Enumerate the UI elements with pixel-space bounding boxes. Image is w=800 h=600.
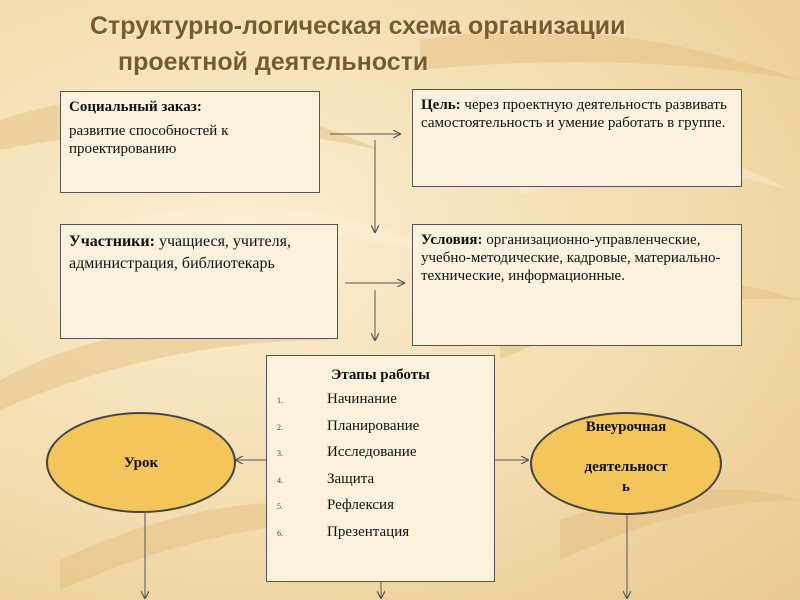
extracurricular-line3: ь — [622, 479, 630, 495]
participants-box: Участники: учащиеся, учителя, администра… — [60, 224, 338, 339]
stage-item: 5. Рефлексия — [273, 496, 488, 523]
page-title-line2: проектной деятельности — [118, 48, 429, 76]
participants-text: учащиеся, учителя, администрация, библио… — [69, 233, 291, 272]
stages-box: Этапы работы 1. Начинание 2. Планирование … — [266, 355, 495, 582]
social-order-box: Социальный заказ: развитие способностей … — [60, 91, 320, 193]
stage-number: 3. — [277, 449, 283, 458]
conditions-label: Условия: — [421, 232, 483, 248]
stage-item: 1. Начинание — [273, 390, 488, 417]
stage-number: 6. — [277, 528, 283, 538]
participants-label: Участники: — [69, 233, 155, 250]
goal-label: Цель: — [421, 97, 461, 113]
stage-item: 4. Защита — [273, 470, 488, 497]
goal-text: через проектную деятельность развивать с… — [421, 97, 727, 131]
stage-label: Защита — [327, 470, 375, 487]
page-title: Структурно-логическая схема организации … — [90, 8, 626, 80]
stages-heading: Этапы работы — [331, 367, 430, 383]
stages-list: 1. Начинание 2. Планирование 3. Исследовани… — [273, 390, 488, 549]
stage-label: Рефлексия — [327, 497, 394, 513]
lesson-label: Урок — [123, 454, 159, 471]
stage-number: 1. — [277, 396, 283, 405]
extracurricular-line1: Внеурочная — [585, 419, 667, 435]
page-title-line1: Структурно-логическая схема организации — [90, 12, 626, 40]
social-order-label: Социальный заказ: — [69, 99, 202, 115]
conditions-box: Условия: организационно-управленческие, … — [412, 224, 742, 346]
social-order-text: развитие способностей к проектированию — [69, 123, 229, 157]
stage-label: Начинание — [327, 391, 397, 407]
stage-label: Планирование — [327, 417, 420, 434]
stage-label: Исследование — [327, 444, 417, 460]
stage-label: Презентация — [327, 523, 410, 540]
extracurricular-ellipse: Внеурочная деятельност ь — [530, 412, 722, 515]
conditions-text: организационно-управленческие, учебно-ме… — [421, 232, 721, 284]
stage-number: 5. — [277, 502, 283, 511]
lesson-ellipse: Урок — [46, 412, 236, 513]
stage-item: 6. Презентация — [273, 523, 488, 550]
stage-number: 2. — [277, 422, 283, 432]
stage-item: 2. Планирование — [273, 417, 488, 444]
goal-box: Цель: через проектную деятельность разви… — [412, 89, 742, 187]
stage-item: 3. Исследование — [273, 443, 488, 470]
extracurricular-line2: деятельност — [584, 459, 668, 475]
stage-number: 4. — [277, 475, 283, 485]
